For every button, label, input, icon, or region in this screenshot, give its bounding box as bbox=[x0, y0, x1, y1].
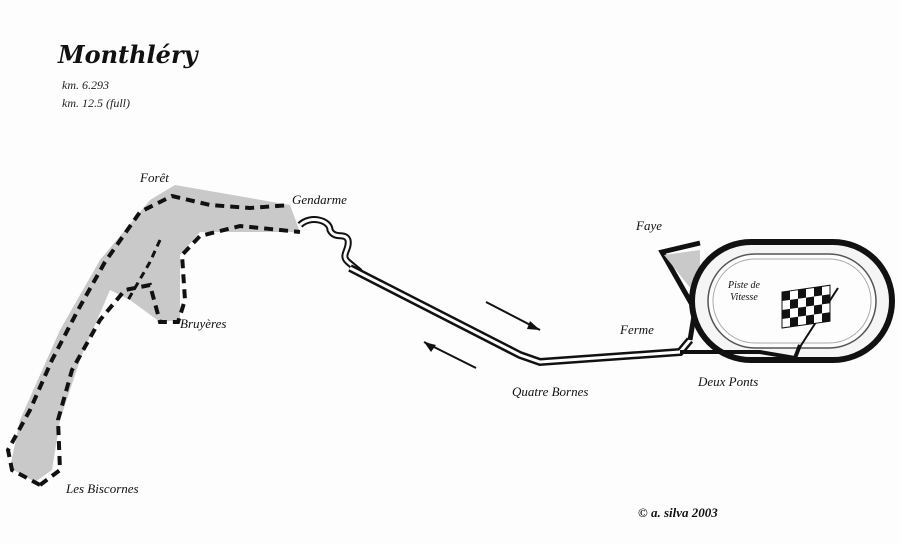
speed-oval-label: Piste de Vitesse bbox=[728, 280, 760, 304]
ferme-faye-link bbox=[658, 240, 701, 341]
corner-label-deux-ponts: Deux Ponts bbox=[698, 374, 759, 389]
direction-arrow-icon bbox=[485, 301, 541, 331]
speed-oval-label-line-2: Vitesse bbox=[730, 292, 758, 303]
length-short: km. 6.293 bbox=[62, 78, 109, 92]
corner-label-bruyeres: Bruyères bbox=[180, 316, 227, 331]
corner-label-foret: Forêt bbox=[140, 170, 169, 185]
corner-label-faye: Faye bbox=[636, 218, 662, 233]
corner-label-ferme: Ferme bbox=[620, 322, 654, 337]
corner-label-quatre-bornes: Quatre Bornes bbox=[512, 384, 589, 399]
copyright-credit: © a. silva 2003 bbox=[638, 505, 718, 520]
map-title: Monthléry bbox=[58, 40, 198, 69]
road-circuit-inner bbox=[38, 223, 301, 487]
speed-oval-label-line-1: Piste de bbox=[728, 280, 760, 291]
checkered-flag-icon bbox=[781, 284, 839, 351]
corner-label-les-biscornes: Les Biscornes bbox=[66, 481, 139, 496]
main-straight bbox=[348, 264, 694, 367]
road-circuit-spur bbox=[126, 239, 162, 301]
corner-label-gendarme: Gendarme bbox=[292, 192, 347, 207]
direction-arrow-icon bbox=[423, 341, 477, 369]
length-full: km. 12.5 (full) bbox=[62, 96, 130, 110]
road-circuit-outer bbox=[5, 193, 291, 487]
deux-ponts-link bbox=[680, 344, 802, 361]
